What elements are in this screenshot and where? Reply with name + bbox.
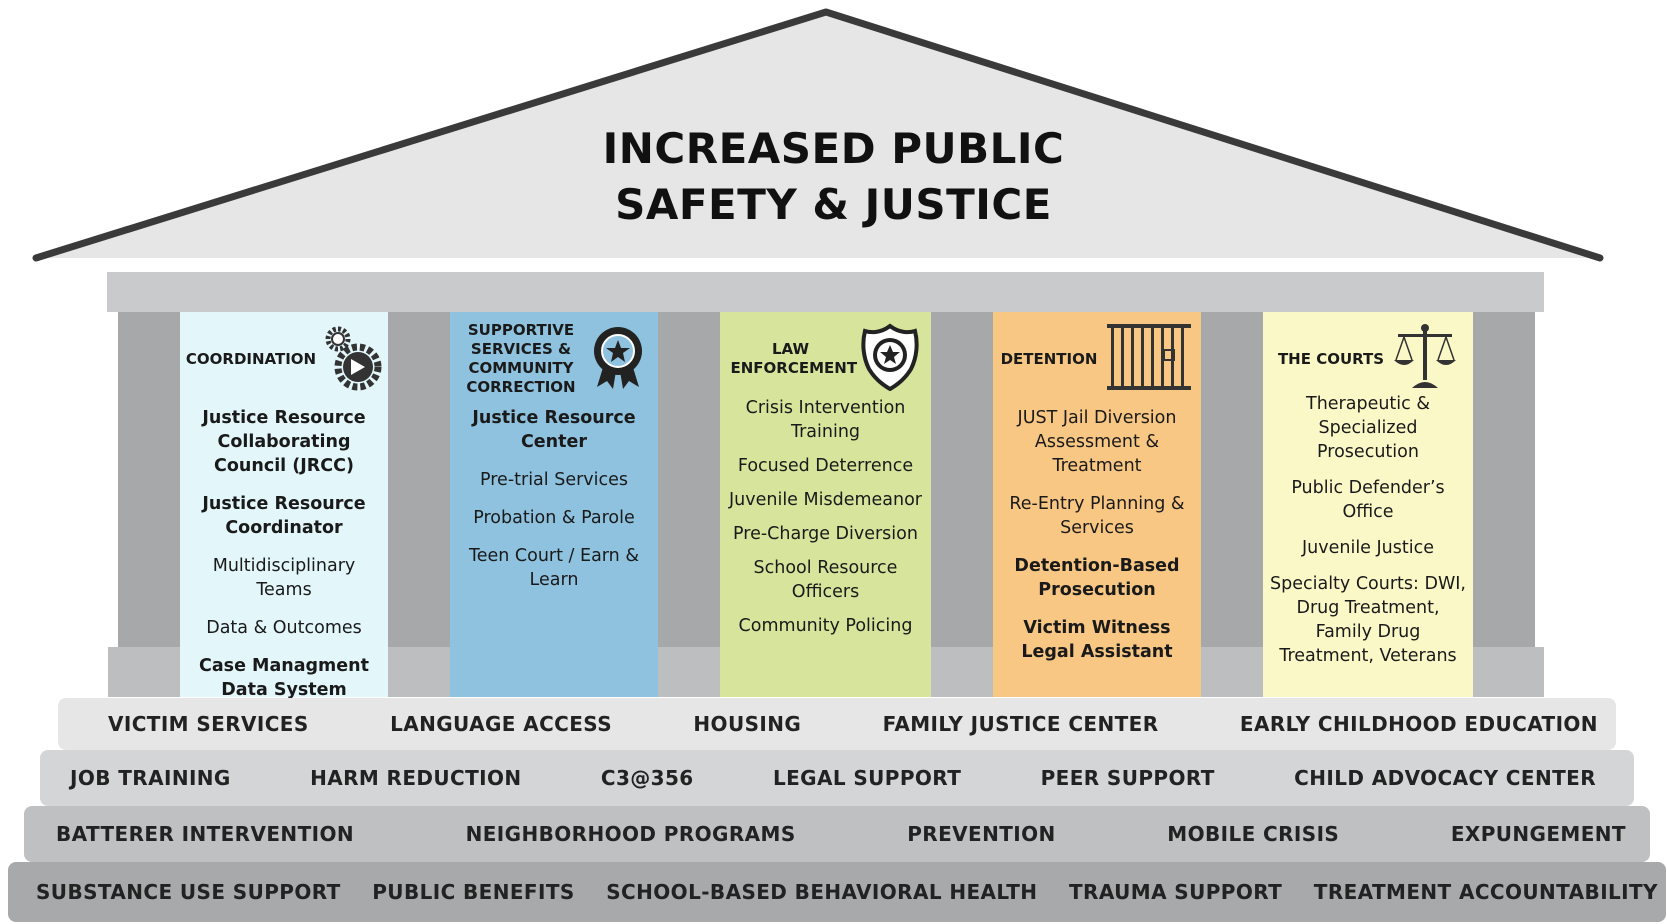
foundation-item: PUBLIC BENEFITS [372,880,575,904]
jail-bars-icon [1105,322,1193,396]
gray-column [1473,312,1535,647]
foundation-item: LANGUAGE ACCESS [390,712,613,736]
pillar-item: Juvenile Misdemeanor [728,490,922,510]
foundation-item: HARM REDUCTION [310,766,522,790]
pillar-item: Pre-trial Services [480,470,628,490]
foundation-item: PREVENTION [907,822,1056,846]
foundation-item: BATTERER INTERVENTION [56,822,354,846]
pillar-item: Teen Court / Earn & Learn [469,546,639,590]
column-base [1464,647,1544,697]
foundation-item: VICTIM SERVICES [108,712,309,736]
scales-of-justice-icon [1392,322,1458,396]
roof-pediment [32,8,1604,262]
pillar-items: Justice Resource Collaborating Council (… [184,406,384,702]
title-line-1: INCREASED PUBLIC [602,124,1065,173]
column-base [1193,647,1273,697]
pillar-item: JUST Jail Diversion Assessment & Treatme… [1017,408,1177,476]
pillar-item: School Resource Officers [753,558,898,602]
column-base [922,647,1002,697]
pillar-item: Justice Resource Center [472,408,636,452]
award-ribbon-icon [589,323,647,395]
column-base [108,647,188,697]
pillar-label: DETENTION [1000,349,1098,368]
foundation-item: LEGAL SUPPORT [772,766,962,790]
step-row-1: VICTIM SERVICES LANGUAGE ACCESS HOUSING FAM… [58,698,1616,750]
pillar-label: THE COURTS [1277,349,1385,368]
pillar-detention: DETENTION JUST Jail Diversion Assessment… [993,312,1201,697]
pillar-item: Case Managment Data System [199,656,369,700]
pillar-item: Therapeutic & Specialized Prosecution [1306,394,1430,462]
foundation-item: HOUSING [693,712,802,736]
pillar-item: Re-Entry Planning & Services [1009,494,1185,538]
gray-column [1201,312,1263,647]
pillar-label: COORDINATION [185,349,317,368]
gray-column [118,312,180,647]
pillar-the-courts: THE COURTS Therapeutic & Specialized Pro… [1263,312,1473,697]
gray-column [658,312,720,647]
foundation-item: PEER SUPPORT [1040,766,1215,790]
gears-icon [324,323,382,395]
pillar-item: Justice Resource Collaborating Council (… [202,408,366,476]
pillar-item: Focused Deterrence [737,456,914,476]
foundation-item: TRAUMA SUPPORT [1069,880,1283,904]
pillar-item: Multidisciplinary Teams [212,556,356,600]
foundation-item: MOBILE CRISIS [1167,822,1340,846]
step-row-2: JOB TRAINING HARM REDUCTION C3@356 LEGAL SU… [40,750,1634,806]
foundation-item: EXPUNGEMENT [1450,822,1626,846]
pillar-item: Juvenile Justice [1301,538,1434,558]
police-badge-icon [859,323,921,395]
title-line-2: SAFETY & JUSTICE [615,180,1052,229]
foundation-item: NEIGHBORHOOD PROGRAMS [465,822,796,846]
pillar-item: Data & Outcomes [206,618,362,638]
foundation-item: SUBSTANCE USE SUPPORT [36,880,341,904]
pillar-item: Victim Witness Legal Assistant [1021,618,1173,662]
foundation-item: FAMILY JUSTICE CENTER [882,712,1159,736]
pillar-supportive-services: SUPPORTIVE SERVICES & COMMUNITY CORRECTI… [450,312,658,697]
pillar-items: JUST Jail Diversion Assessment & Treatme… [997,406,1197,664]
foundation-item: TREATMENT ACCOUNTABILITY [1313,880,1658,904]
pillar-item: Crisis Intervention Training [745,398,906,442]
pillar-coordination: COORDINATION Justice Resource Collaborat… [180,312,388,700]
foundation-item: C3@356 [600,766,694,790]
pillar-item: Public Defender’s Office [1291,478,1445,522]
pillar-item: Detention-Based Prosecution [1014,556,1180,600]
pillar-item: Community Policing [738,616,913,636]
pillar-label: SUPPORTIVE SERVICES & COMMUNITY CORRECTI… [466,321,576,396]
pillar-item: Pre-Charge Diversion [733,524,918,544]
entablature [107,272,1544,312]
foundation-item: JOB TRAINING [70,766,231,790]
pillar-law-enforcement: LAW ENFORCEMENT Crisis Intervention Trai… [720,312,931,697]
foundation-item: CHILD ADVOCACY CENTER [1294,766,1596,790]
step-row-3: BATTERER INTERVENTION NEIGHBORHOOD PROGRA… [24,806,1650,862]
pillar-item: Justice Resource Coordinator [202,494,366,538]
gray-column [388,312,450,647]
foundation-item: EARLY CHILDHOOD EDUCATION [1239,712,1598,736]
gray-column [931,312,993,647]
step-row-4: SUBSTANCE USE SUPPORT PUBLIC BENEFITS SCHO… [8,862,1666,922]
column-base [380,647,458,697]
foundation-item: SCHOOL-BASED BEHAVIORAL HEALTH [606,880,1038,904]
pillar-item: Probation & Parole [473,508,635,528]
column-base [650,647,730,697]
pillar-item: Specialty Courts: DWI, Drug Treatment, F… [1270,574,1466,666]
pillar-label: LAW ENFORCEMENT [730,340,858,377]
